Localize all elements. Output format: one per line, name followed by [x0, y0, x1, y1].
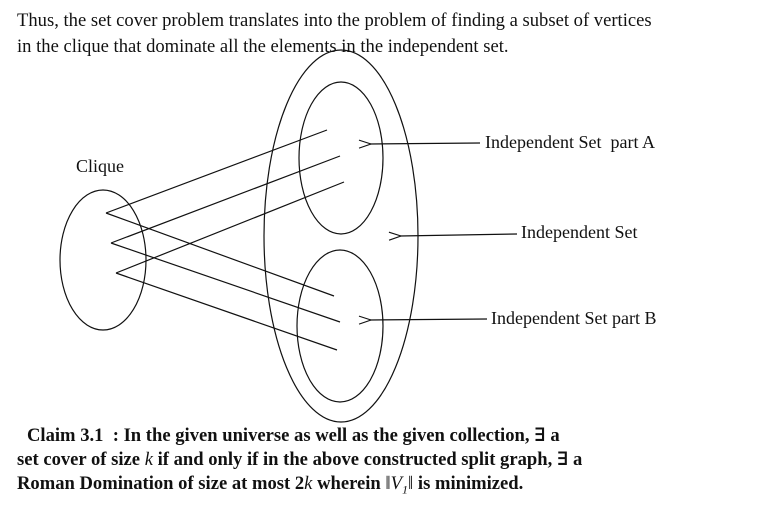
clique-ellipse — [59, 189, 147, 331]
arrow-part-b — [370, 319, 488, 320]
arrow-independent-set — [400, 234, 518, 236]
claim-line-3: Roman Domination of size at most 2k wher… — [17, 472, 752, 502]
edge-line — [115, 272, 338, 351]
independent-set-ellipse — [263, 49, 419, 423]
intro-line-2: in the clique that dominate all the elem… — [17, 36, 509, 57]
part-b-ellipse — [296, 249, 384, 403]
edge-line — [105, 129, 328, 214]
claim-heading: Claim 3.1 — [27, 425, 104, 446]
edge-line — [105, 212, 335, 297]
independent-set-label: Independent Set — [521, 222, 637, 242]
claim-line-3-pre: Roman Domination of size at most 2 — [17, 473, 305, 494]
claim-line-2-pre: set cover of size — [17, 449, 145, 470]
math-v1-sub: 1 — [402, 482, 409, 497]
math-v1-close: ‖ — [408, 473, 414, 494]
edge-line — [110, 242, 341, 323]
arrow-part-a — [370, 143, 481, 144]
claim-line-1: Claim 3.1 : In the given universe as wel… — [17, 424, 752, 448]
claim-line-2-post: if and only if in the above constructed … — [152, 449, 583, 470]
claim-line-1-text: : In the given universe as well as the g… — [103, 425, 560, 446]
claim-line-3-post: is minimized. — [413, 473, 524, 494]
part-b-label: Independent Set part B — [491, 308, 656, 328]
math-k-2: k — [304, 473, 313, 494]
math-v1: ‖V1‖ — [385, 473, 414, 497]
part-a-ellipse — [298, 81, 384, 235]
intro-line-1: Thus, the set cover problem translates i… — [17, 10, 652, 31]
claim-block: Claim 3.1 : In the given universe as wel… — [17, 424, 752, 502]
math-k: k — [144, 449, 153, 470]
part-a-label: Independent Set part A — [485, 132, 655, 152]
claim-line-2: set cover of size k if and only if in th… — [17, 448, 752, 472]
math-v1-open: ‖V — [385, 473, 403, 494]
clique-label: Clique — [76, 156, 124, 176]
intro-paragraph: Thus, the set cover problem translates i… — [17, 8, 752, 60]
claim-line-3-mid: wherein — [312, 473, 386, 494]
